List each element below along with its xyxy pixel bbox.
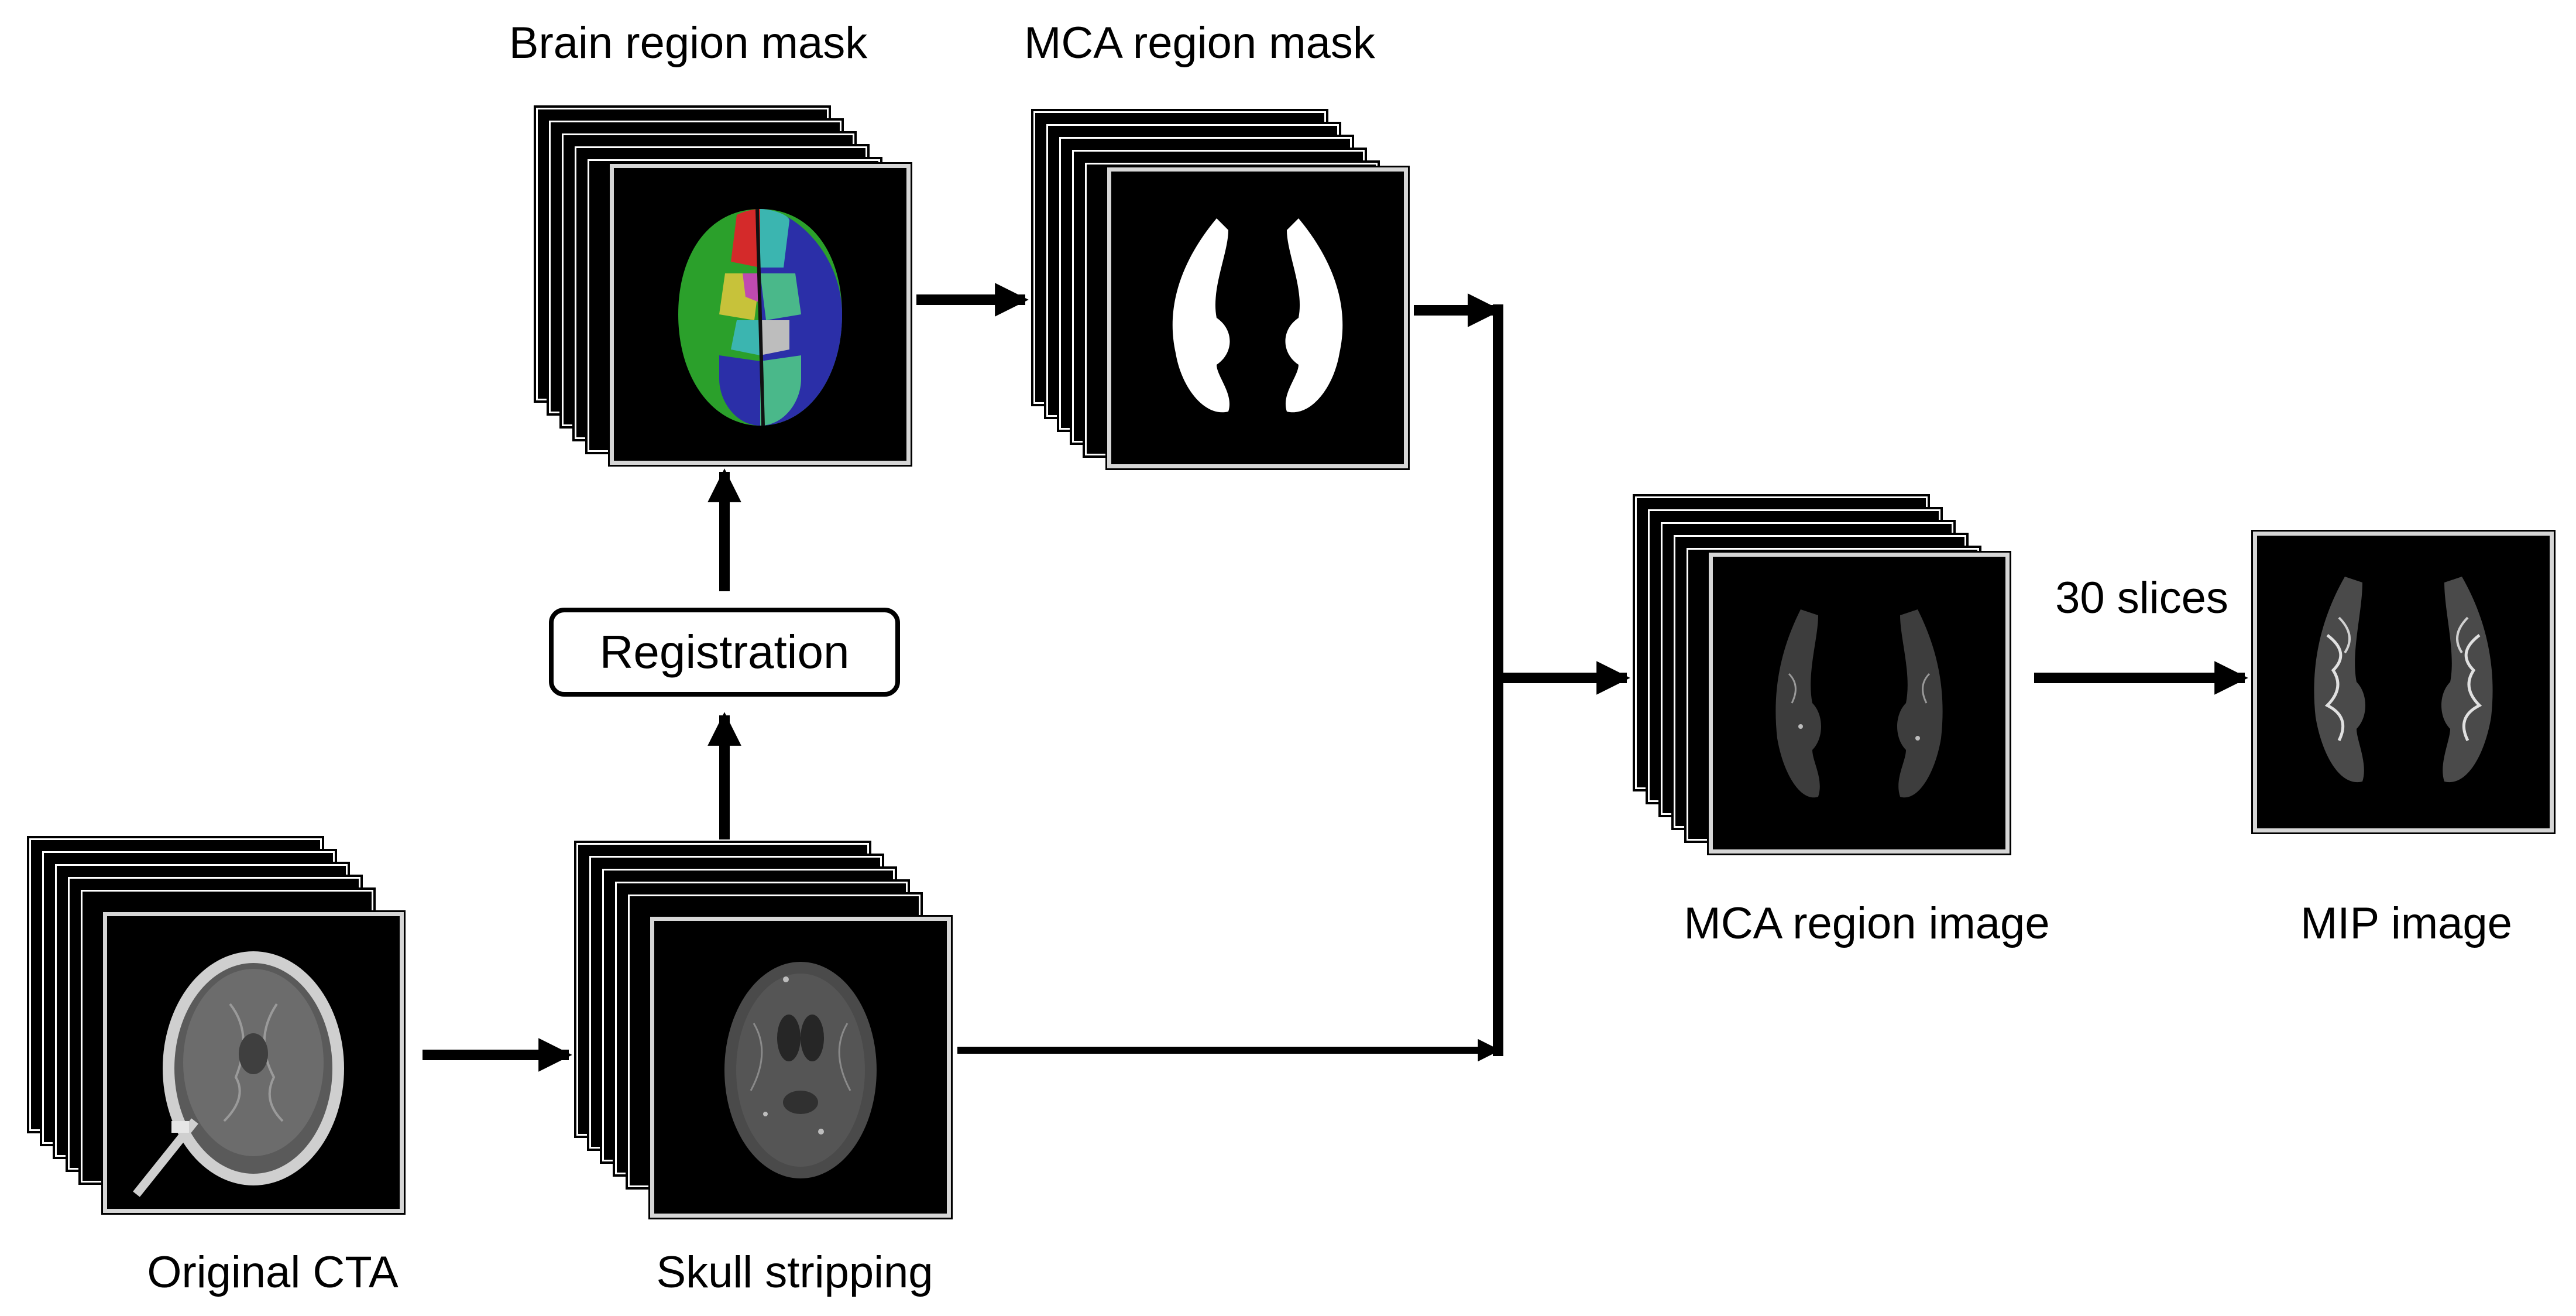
mca-region-image-front-slice xyxy=(1709,553,2010,854)
skull-stripping-stack xyxy=(576,843,951,1218)
skull-stripped-front-slice xyxy=(650,917,951,1218)
mip-image-label: MIP image xyxy=(2300,899,2512,948)
brain-region-mask-front-slice xyxy=(610,164,911,465)
brain-region-mask-label: Brain region mask xyxy=(509,18,868,68)
head-ct-image xyxy=(133,951,344,1197)
mip-image-stack xyxy=(2253,532,2557,836)
mca-region-image-stack xyxy=(1635,496,2010,854)
original-cta-label: Original CTA xyxy=(147,1248,399,1297)
original-cta-stack xyxy=(29,838,404,1213)
stripped-brain-image xyxy=(724,962,877,1178)
mca-mask-image xyxy=(1172,218,1343,413)
skull-stripping-label: Skull stripping xyxy=(656,1248,933,1297)
registration-step: Registration xyxy=(549,608,900,697)
mip-projection-image xyxy=(2314,577,2493,783)
mip-image-front-slice xyxy=(2253,532,2554,832)
mca-region-mask-label: MCA region mask xyxy=(1024,18,1375,68)
slices-count-label: 30 slices xyxy=(2055,573,2228,623)
mca-region-mask-front-slice xyxy=(1107,167,1408,468)
original-cta-front-slice xyxy=(103,912,404,1213)
mca-region-ct-image xyxy=(1775,609,1943,798)
mca-region-image-label: MCA region image xyxy=(1684,899,2050,948)
brain-region-segmentation-image xyxy=(678,208,842,426)
mca-region-mask-stack xyxy=(1033,111,1408,468)
brain-region-mask-stack xyxy=(536,108,911,465)
